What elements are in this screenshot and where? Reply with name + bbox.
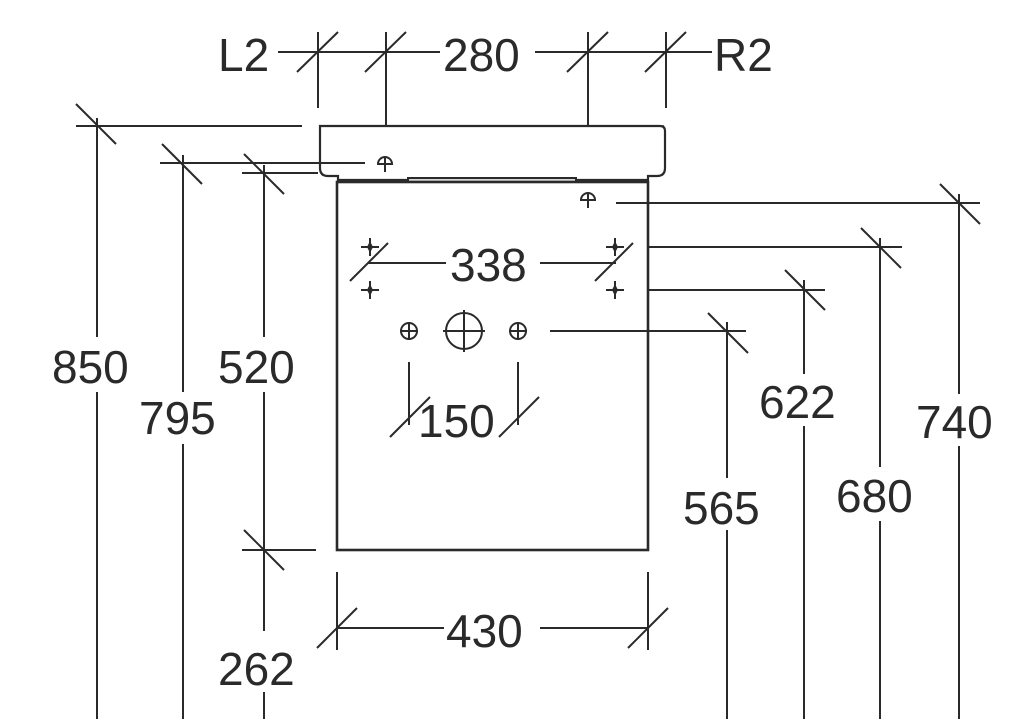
label-floor-clearance: 262 (218, 643, 295, 695)
crosshair-cross-icon (606, 238, 624, 256)
label-waste-height: 565 (683, 482, 760, 534)
label-cabinet-width: 430 (446, 605, 523, 657)
half-circle-marker-icon (376, 156, 597, 208)
label-upper-fixing-height: 680 (836, 470, 913, 522)
fixing-width-dimension: 338 (349, 239, 634, 291)
label-lower-fixing-height: 622 (759, 376, 836, 428)
crosshair-cross-icon (606, 281, 624, 299)
cabinet-outline (335, 180, 650, 552)
label-cabinet-height: 520 (218, 341, 295, 393)
left-vertical-dimensions: 850 795 520 262 (52, 103, 365, 719)
label-tap-to-overflow: 280 (443, 29, 520, 81)
circle-crosshair-icon (443, 310, 485, 352)
label-left-offset: L2 (218, 29, 269, 81)
label-overall-height: 850 (52, 341, 129, 393)
label-rim-height: 795 (139, 392, 216, 444)
basin (318, 124, 667, 184)
label-overflow-height: 740 (916, 396, 993, 448)
right-vertical-dimensions: 565 622 680 740 (550, 183, 993, 719)
crosshair-cross-icon (361, 238, 379, 256)
trap-spacing-dimension: 150 (389, 362, 540, 447)
small-circle-crosshair-icon (400, 322, 418, 340)
cabinet-width-dimension: 430 (316, 572, 669, 657)
small-circle-crosshair-icon (509, 322, 527, 340)
crosshair-cross-icon (361, 281, 379, 299)
label-fixing-width: 338 (450, 239, 527, 291)
label-trap-spacing: 150 (418, 395, 495, 447)
top-dimension-chain: L2 280 R2 (218, 29, 773, 175)
label-right-offset: R2 (714, 29, 773, 81)
fixing-points (361, 238, 624, 299)
